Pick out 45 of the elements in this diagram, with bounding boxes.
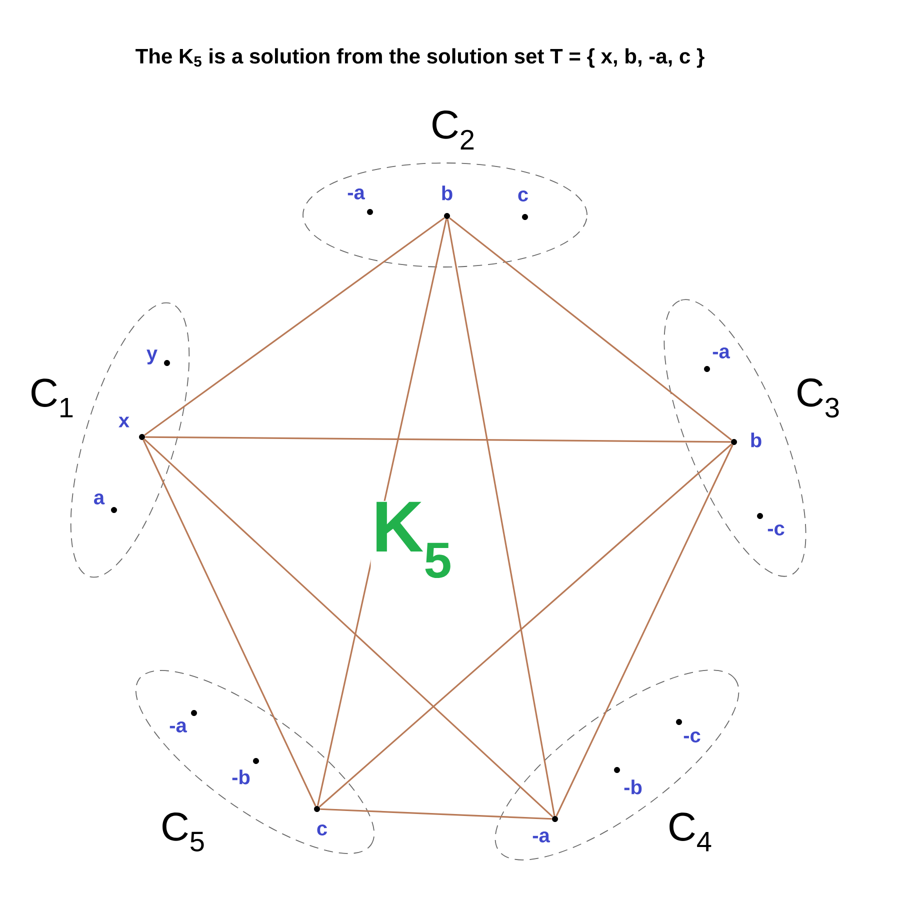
graph-edge xyxy=(449,217,732,441)
node-label: -a xyxy=(532,832,550,842)
point: -a xyxy=(170,710,197,732)
point: -a xyxy=(348,188,373,215)
point: -c xyxy=(676,719,700,742)
node-label: c xyxy=(317,824,327,836)
point: y xyxy=(146,350,170,366)
node-label: -a xyxy=(348,188,366,200)
point: c xyxy=(518,190,528,220)
node-label: -a xyxy=(712,348,730,358)
node-label: C$_{1}$ xyxy=(32,378,73,418)
graph-edge xyxy=(316,218,448,806)
graph-edge xyxy=(145,436,731,443)
point: -c xyxy=(757,513,784,536)
node-label: b xyxy=(442,186,452,200)
graph-name: K$_{5}$ xyxy=(370,500,454,580)
point: c xyxy=(314,806,327,836)
node-label: 3 xyxy=(825,398,839,418)
graph-edge xyxy=(556,444,734,816)
node-label: C$_{2}$ xyxy=(432,110,474,150)
graph-edge xyxy=(144,217,445,436)
node-label: -b xyxy=(624,780,642,794)
point: -a xyxy=(704,348,730,372)
node-label: a xyxy=(94,494,105,504)
node-label: -b xyxy=(232,770,250,784)
graph-edge xyxy=(446,219,556,816)
node-label: -a xyxy=(170,722,188,732)
point: -b xyxy=(232,758,259,784)
node-label: c xyxy=(518,190,528,202)
graph-edge xyxy=(142,440,316,806)
point: b xyxy=(442,186,452,219)
point: b xyxy=(731,432,762,448)
graph-edge xyxy=(318,444,732,808)
node-label: -c xyxy=(768,524,784,536)
title: The K$_{5}$ is a solution from the solution set T = { x, b, -a, c } xyxy=(136,48,704,68)
node-label: x xyxy=(118,416,130,428)
point: x xyxy=(118,416,145,440)
node-label: b xyxy=(751,432,762,448)
point: -b xyxy=(614,767,642,794)
point: a xyxy=(94,494,117,513)
node-label: y xyxy=(146,350,158,364)
node-label: -c xyxy=(684,732,700,742)
graph-edge xyxy=(144,438,554,818)
graph-edge xyxy=(320,808,552,820)
point: -a xyxy=(532,816,558,842)
